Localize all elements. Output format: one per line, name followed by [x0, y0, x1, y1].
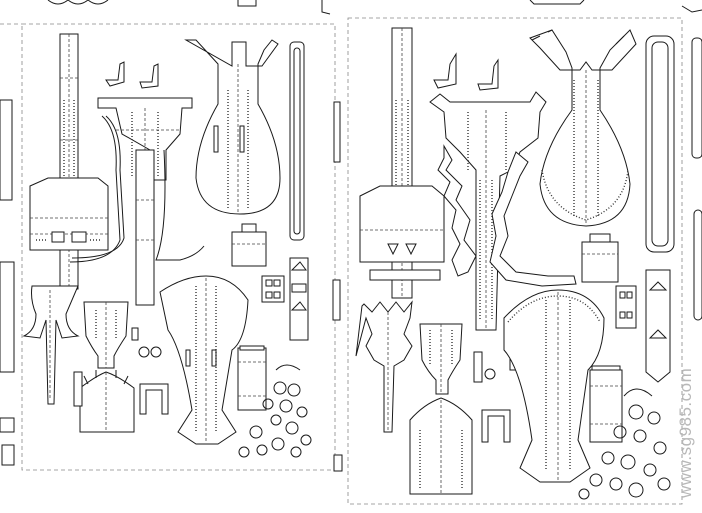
body-upper-cap-b	[429, 91, 547, 331]
y-body-piece-b	[529, 29, 637, 227]
bracket-piece-b	[589, 365, 623, 443]
u-clip	[139, 383, 169, 415]
cup-bell-piece	[409, 323, 473, 495]
center-rib-strip	[135, 149, 155, 306]
peg-cluster-b	[578, 388, 671, 500]
headstock-box	[29, 177, 109, 251]
neck-strip	[59, 33, 79, 290]
edge-strip-a	[0, 99, 13, 201]
left-sheet	[0, 0, 343, 472]
y-body-piece	[184, 39, 281, 215]
bell-piece-left	[22, 285, 80, 405]
edge-small-tab	[1, 444, 15, 466]
small-box-b	[581, 233, 619, 283]
clip-piece-b	[139, 63, 159, 89]
large-body-piece-b	[503, 289, 605, 483]
bell-piece-center	[79, 301, 135, 433]
curved-wire-left	[69, 115, 121, 263]
clip-piece-d	[477, 58, 499, 91]
curved-wire-right	[155, 149, 205, 261]
clip-piece-c	[433, 52, 457, 89]
right-sheet	[347, 0, 702, 505]
peg-circle-c	[484, 368, 496, 380]
peg-circle-b	[150, 346, 162, 358]
clip-piece-a	[105, 61, 125, 87]
top-scallop-piece	[47, 0, 109, 5]
watermark-text: www.sg985.com	[676, 367, 695, 498]
top-tab-piece	[237, 0, 257, 7]
tuning-block-d	[645, 269, 671, 383]
small-post	[73, 371, 83, 407]
peg-cluster	[238, 364, 312, 458]
u-clip-b	[481, 409, 511, 443]
left-sheet-border	[21, 23, 336, 471]
spiky-bell-piece	[355, 300, 413, 433]
right-sheet-border	[347, 17, 683, 505]
edge-strip-b	[0, 261, 15, 373]
tuning-block-b	[289, 257, 309, 341]
tuning-block-a	[261, 275, 285, 303]
peg-circle-a	[138, 346, 150, 358]
zigzag-strip-left	[437, 144, 477, 277]
bracket-piece	[237, 345, 267, 411]
tuning-block-c	[615, 285, 637, 329]
large-body-piece	[159, 275, 249, 445]
zigzag-strip-right	[489, 151, 577, 287]
small-box	[231, 223, 267, 267]
